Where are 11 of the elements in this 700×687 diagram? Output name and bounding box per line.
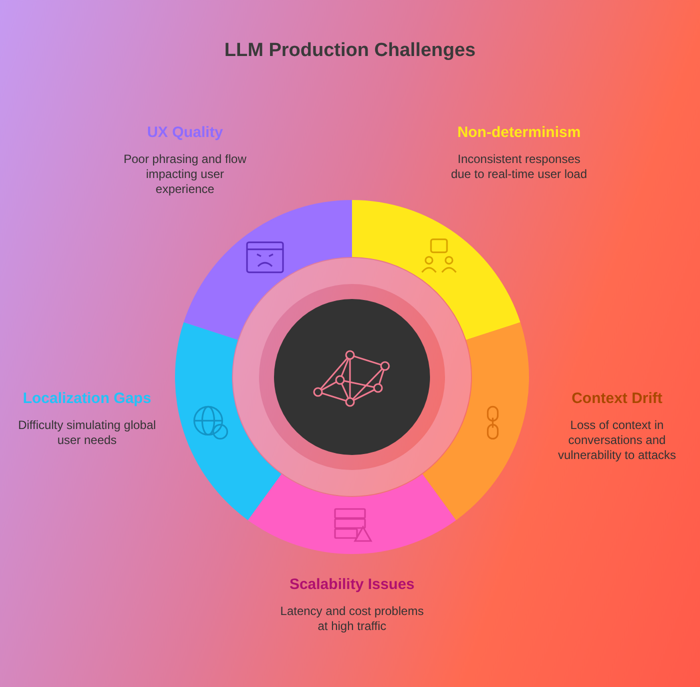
description: Loss of context in conversations and vulnerability to attacks <box>556 418 678 463</box>
heading: Scalability Issues <box>288 576 416 593</box>
heading: Context Drift <box>570 390 664 407</box>
description: Latency and cost problems at high traffic <box>279 604 425 634</box>
description: Inconsistent responses due to real-time user load <box>450 152 588 182</box>
description: Poor phrasing and flow impacting user experience <box>122 152 248 197</box>
heading: Localization Gaps <box>22 390 152 407</box>
heading: UX Quality <box>146 124 224 141</box>
title: LLM Production Challenges <box>223 40 477 62</box>
heading: Non-determinism <box>456 124 582 141</box>
description: Difficulty simulating global user needs <box>17 418 157 448</box>
